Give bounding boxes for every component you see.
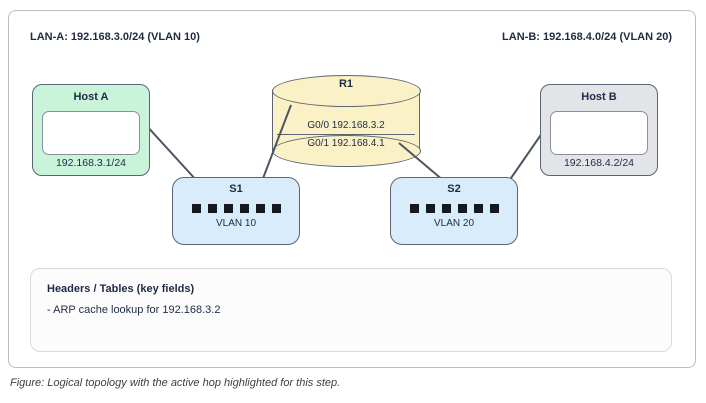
router-g01-label: G0/1 192.168.4.1 xyxy=(307,138,385,149)
info-panel-item: - ARP cache lookup for 192.168.3.2 xyxy=(47,304,221,316)
switch-s1-ports xyxy=(173,204,299,213)
lan-a-label: LAN-A: 192.168.3.0/24 (VLAN 10) xyxy=(30,31,200,43)
info-panel-title: Headers / Tables (key fields) xyxy=(47,283,195,295)
lan-b-label: LAN-B: 192.168.4.0/24 (VLAN 20) xyxy=(502,31,672,43)
router-r1-node: R1 G0/0 192.168.3.2 G0/1 192.168.4.1 xyxy=(271,75,421,167)
switch-port xyxy=(425,204,435,213)
router-interface-divider xyxy=(277,134,415,135)
switch-port xyxy=(239,204,249,213)
switch-s2-vlan-label: VLAN 20 xyxy=(433,218,475,229)
host-b-ip: 192.168.4.2/24 xyxy=(563,157,635,169)
switch-port xyxy=(473,204,483,213)
switch-s1-title: S1 xyxy=(229,183,243,195)
switch-s1-vlan-label: VLAN 10 xyxy=(215,218,257,229)
host-a-title: Host A xyxy=(73,91,109,103)
switch-port xyxy=(223,204,233,213)
info-panel: Headers / Tables (key fields) - ARP cach… xyxy=(30,268,672,352)
switch-s1-node: S1 VLAN 10 xyxy=(172,177,300,245)
switch-port xyxy=(255,204,265,213)
switch-port xyxy=(207,204,217,213)
switch-s2-node: S2 VLAN 20 xyxy=(390,177,518,245)
switch-port xyxy=(271,204,281,213)
host-b-node: Host B 192.168.4.2/24 xyxy=(540,84,658,176)
host-b-title: Host B xyxy=(581,91,617,103)
switch-port xyxy=(409,204,419,213)
host-a-ip: 192.168.3.1/24 xyxy=(55,157,127,169)
router-g00-label: G0/0 192.168.3.2 xyxy=(307,120,385,131)
host-b-screen xyxy=(550,111,648,155)
switch-port xyxy=(457,204,467,213)
host-a-node: Host A 192.168.3.1/24 xyxy=(32,84,150,176)
router-r1-title: R1 xyxy=(338,78,354,90)
host-a-screen xyxy=(42,111,140,155)
switch-s2-ports xyxy=(391,204,517,213)
switch-port xyxy=(489,204,499,213)
switch-port xyxy=(191,204,201,213)
figure-caption: Figure: Logical topology with the active… xyxy=(10,377,341,389)
switch-s2-title: S2 xyxy=(447,183,461,195)
switch-port xyxy=(441,204,451,213)
